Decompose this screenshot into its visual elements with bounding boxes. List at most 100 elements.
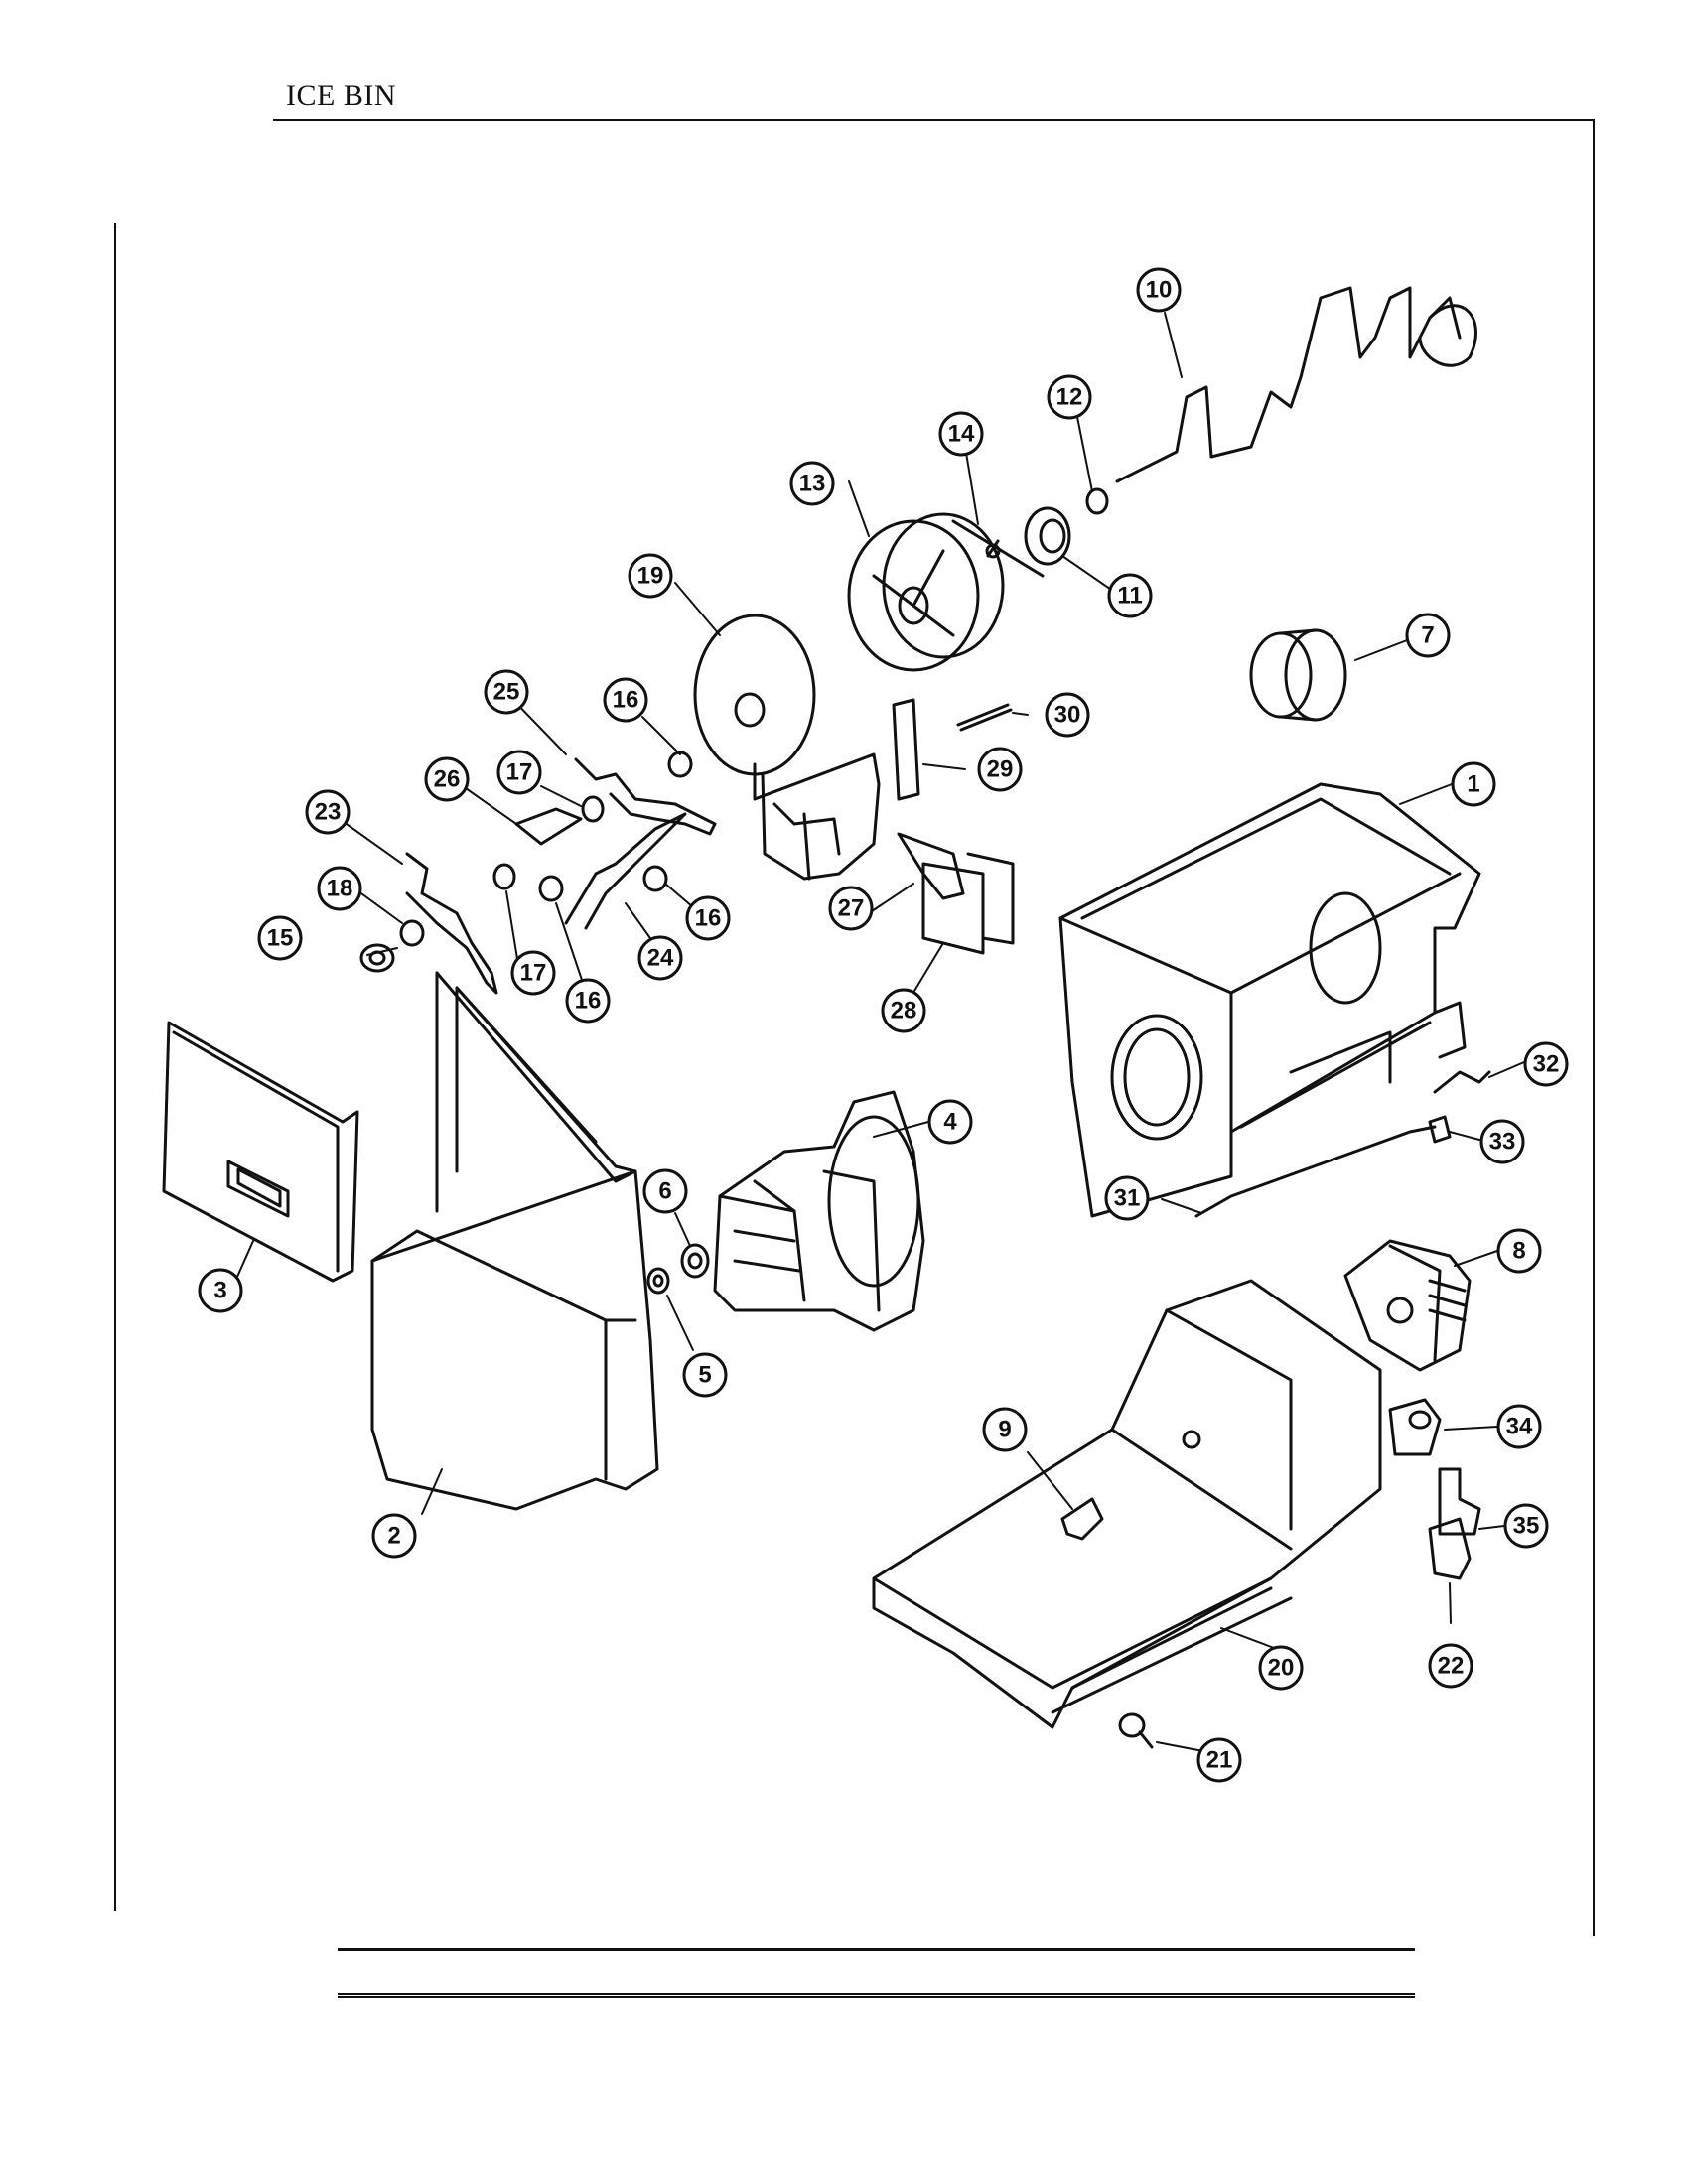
- callout-label-19: 19: [637, 563, 664, 590]
- callout-label-17a: 17: [506, 759, 533, 786]
- callout-label-34: 34: [1506, 1414, 1533, 1440]
- part-slider: [892, 698, 920, 801]
- part-collar: [1024, 506, 1071, 566]
- part-nut-15: [359, 943, 395, 973]
- callout-9: 9: [982, 1407, 1028, 1452]
- callout-8: 8: [1496, 1228, 1542, 1274]
- page-title: ICE BIN: [286, 79, 396, 112]
- part-base-tray: [872, 1279, 1382, 1729]
- callout-7: 7: [1405, 613, 1451, 658]
- part-bracket: [1428, 1517, 1472, 1580]
- callout-label-24: 24: [647, 945, 674, 972]
- part-bushing-16a: [667, 751, 693, 778]
- part-bushing-16c: [642, 865, 668, 892]
- callout-label-35: 35: [1513, 1513, 1540, 1540]
- frame-top-border: [273, 119, 1594, 121]
- callout-label-16a: 16: [613, 687, 639, 714]
- callout-19: 19: [628, 553, 673, 599]
- callout-24: 24: [637, 935, 683, 981]
- callout-label-31: 31: [1114, 1185, 1141, 1212]
- callout-label-32: 32: [1533, 1051, 1560, 1078]
- callout-31: 31: [1104, 1175, 1150, 1221]
- callout-label-21: 21: [1206, 1747, 1233, 1774]
- part-impeller-housing: [693, 614, 881, 881]
- callout-label-8: 8: [1512, 1238, 1525, 1265]
- part-link: [514, 807, 583, 846]
- callout-label-33: 33: [1489, 1129, 1516, 1156]
- callout-21: 21: [1196, 1737, 1242, 1783]
- callout-14: 14: [938, 411, 984, 457]
- part-spacer-17a: [581, 795, 605, 823]
- callout-15: 15: [257, 915, 303, 961]
- part-wire-32: [1433, 1070, 1491, 1094]
- callout-25: 25: [484, 669, 529, 715]
- callout-12: 12: [1047, 374, 1092, 420]
- callout-22: 22: [1428, 1643, 1474, 1689]
- part-spacer-17b: [492, 863, 516, 890]
- part-auger-housing: [713, 1090, 925, 1332]
- callout-10: 10: [1136, 267, 1182, 313]
- callout-label-6: 6: [658, 1178, 671, 1205]
- part-rod: [1194, 1125, 1437, 1218]
- callout-label-17b: 17: [520, 960, 547, 987]
- callout-label-12: 12: [1056, 384, 1083, 411]
- callout-label-16b: 16: [575, 988, 602, 1015]
- callout-label-27: 27: [838, 895, 865, 922]
- callout-29: 29: [977, 747, 1023, 792]
- part-washer: [1085, 487, 1109, 515]
- part-screw: [1118, 1712, 1154, 1749]
- frame-right-border: [1593, 119, 1595, 1936]
- callout-2: 2: [371, 1513, 417, 1559]
- callout-label-23: 23: [315, 799, 342, 826]
- part-shutter-27: [897, 832, 965, 900]
- callout-label-26: 26: [434, 766, 461, 793]
- part-motor: [1343, 1239, 1472, 1372]
- part-lever-23: [405, 852, 498, 995]
- callout-16c: 16: [685, 895, 731, 941]
- callout-label-13: 13: [799, 471, 826, 497]
- footer-rule: [338, 1948, 1415, 1951]
- part-shutter-28: [921, 852, 1015, 955]
- callout-30: 30: [1045, 692, 1090, 738]
- callout-label-1: 1: [1467, 771, 1479, 798]
- callout-label-25: 25: [493, 679, 520, 706]
- callout-1: 1: [1451, 761, 1496, 807]
- callout-13: 13: [789, 461, 835, 506]
- callout-32: 32: [1523, 1041, 1569, 1087]
- callout-11: 11: [1107, 573, 1153, 618]
- part-valve: [1438, 1467, 1481, 1536]
- callout-label-16c: 16: [695, 905, 722, 932]
- part-bushing-16b: [538, 875, 564, 902]
- callout-23: 23: [305, 789, 351, 835]
- part-tab-33: [1428, 1115, 1452, 1144]
- part-nut-6: [680, 1243, 710, 1279]
- callout-label-5: 5: [698, 1362, 711, 1389]
- callout-27: 27: [828, 886, 874, 931]
- callout-6: 6: [642, 1168, 688, 1214]
- callout-label-15: 15: [267, 925, 294, 952]
- part-lever-24: [564, 812, 687, 930]
- part-cross-bar: [951, 519, 1045, 578]
- callout-label-4: 4: [943, 1109, 957, 1136]
- callout-5: 5: [682, 1352, 728, 1398]
- part-front-cover: [370, 971, 659, 1511]
- callout-16b: 16: [565, 978, 611, 1024]
- part-clip: [1060, 1497, 1104, 1541]
- callout-label-20: 20: [1268, 1655, 1295, 1682]
- callout-28: 28: [881, 988, 926, 1033]
- callout-17b: 17: [510, 950, 556, 996]
- callout-26: 26: [424, 756, 470, 802]
- part-lever-25: [574, 757, 717, 836]
- part-impeller-wheel: [847, 512, 1005, 672]
- callout-label-10: 10: [1146, 277, 1173, 304]
- part-washer-18: [399, 919, 425, 947]
- callout-20: 20: [1258, 1645, 1304, 1691]
- part-door-panel: [162, 1021, 359, 1283]
- leader-lines: [232, 312, 1525, 1758]
- callout-label-9: 9: [998, 1417, 1011, 1443]
- part-solenoid: [1388, 1398, 1442, 1456]
- callout-label-14: 14: [948, 421, 975, 448]
- callout-3: 3: [198, 1268, 243, 1313]
- part-ice-bin-container: [1058, 782, 1481, 1218]
